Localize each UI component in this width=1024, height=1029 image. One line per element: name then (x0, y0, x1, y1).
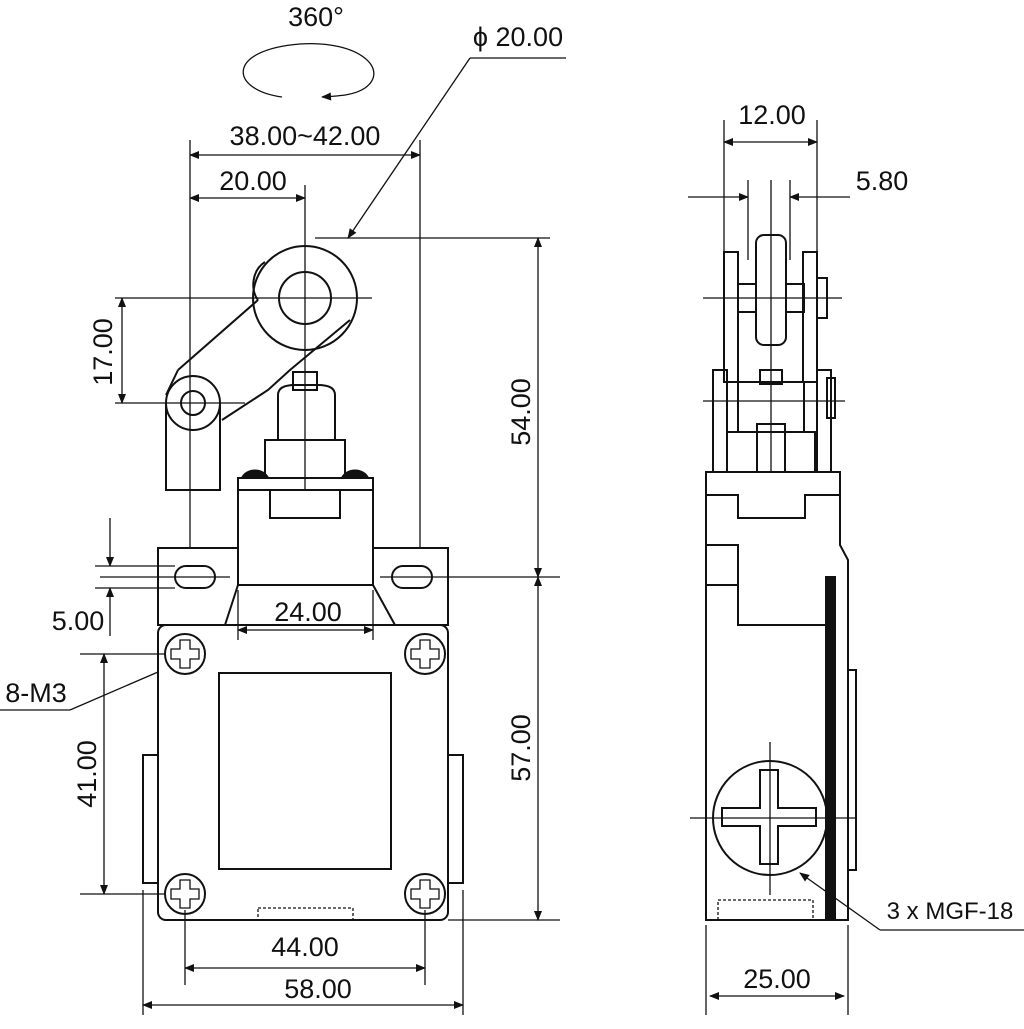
side-depth-label: 25.00 (743, 964, 811, 994)
front-view: 360° ϕ 20.00 38.00~42.00 20.00 (0, 2, 566, 1015)
arm-offset-label: 20.00 (219, 166, 287, 196)
conduit-callout: 3 x MGF-18 (799, 872, 1024, 931)
side-body (690, 471, 857, 921)
mount-spacing-vertical-label: 41.00 (72, 740, 102, 808)
arm-offset-dimension: 20.00 (189, 166, 306, 545)
roller-diameter-callout: ϕ 20.00 (347, 22, 566, 239)
slot-height-label: 5.00 (52, 606, 105, 636)
conduit-label: 3 x MGF-18 (887, 898, 1014, 925)
slot-height-dimension: 5.00 (52, 518, 175, 636)
roller-lever (115, 245, 372, 491)
arm-range-dimension: 38.00~42.00 (189, 121, 421, 590)
height-upper-label: 54.00 (506, 378, 536, 446)
rotation-indicator: 360° (242, 2, 375, 101)
roller-diameter-label: ϕ 20.00 (473, 22, 563, 52)
screw-label: 8-M3 (5, 678, 67, 708)
switch-body (142, 584, 464, 921)
body-width-label: 58.00 (284, 974, 352, 1004)
neck-width-dimension: 24.00 (237, 590, 374, 640)
side-depth-dimension: 25.00 (705, 925, 849, 1026)
side-offset-label: 5.80 (856, 166, 909, 196)
arm-vertical-dimension: 17.00 (88, 297, 126, 404)
side-view: 12.00 5.80 (688, 100, 1024, 1026)
height-lower-dimension: 57.00 (448, 576, 560, 921)
screw-icon (404, 633, 446, 675)
rotation-label: 360° (288, 2, 344, 32)
neck-width-label: 24.00 (274, 597, 342, 627)
screw-label-callout: 8-M3 (0, 671, 159, 711)
side-offset-dimension: 5.80 (688, 166, 908, 260)
height-lower-label: 57.00 (506, 714, 536, 782)
height-upper-dimension: 54.00 (315, 237, 550, 578)
mount-spacing-horizontal-dimension: 44.00 (184, 910, 426, 985)
side-roller-width-label: 12.00 (738, 100, 806, 130)
arm-vertical-label: 17.00 (88, 318, 118, 386)
arm-range-label: 38.00~42.00 (230, 121, 381, 151)
switch-head (237, 489, 374, 586)
mount-spacing-vertical-dimension: 41.00 (72, 653, 165, 895)
body-width-dimension: 58.00 (142, 890, 464, 1015)
side-roller-width-dimension: 12.00 (723, 100, 818, 260)
plunger (237, 371, 374, 491)
mount-spacing-horizontal-label: 44.00 (271, 932, 339, 962)
